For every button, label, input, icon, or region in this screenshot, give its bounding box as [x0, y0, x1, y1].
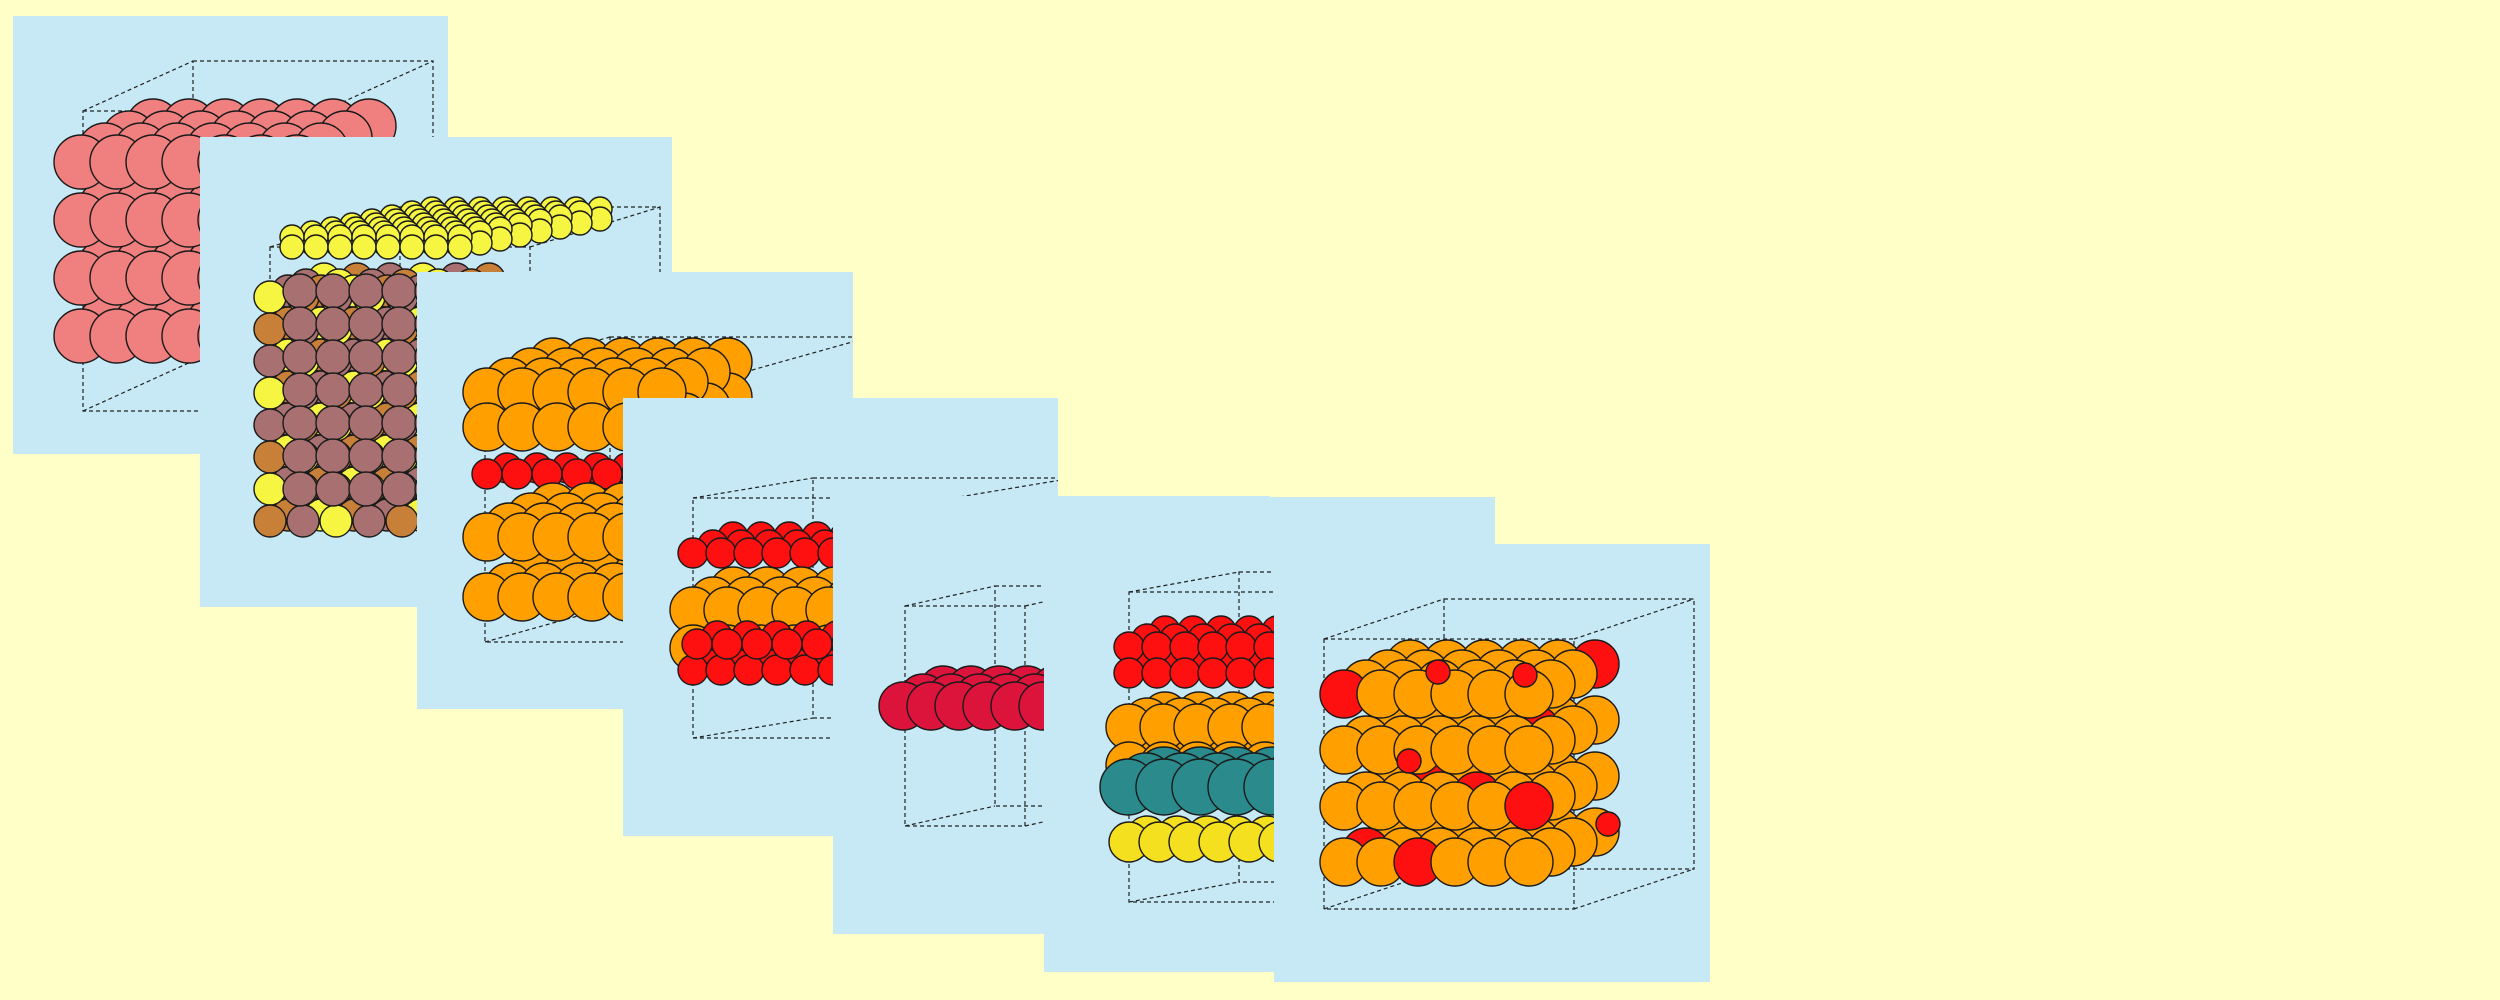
red-atom — [705, 537, 737, 569]
mauve-atom — [381, 405, 417, 441]
structure-drawing — [1319, 598, 1695, 910]
alloy-atom — [286, 504, 320, 538]
yellow-atom — [399, 234, 425, 260]
alloy-atom — [253, 312, 287, 346]
red-atom — [681, 628, 713, 660]
mauve-atom — [381, 471, 417, 507]
yellow-atom — [351, 234, 377, 260]
red-atom — [1169, 657, 1201, 689]
red-atom — [771, 628, 803, 660]
mauve-atom — [348, 438, 384, 474]
red-atom — [501, 458, 533, 490]
yellow-atom — [423, 234, 449, 260]
mauve-atom — [282, 438, 318, 474]
yellow-atom — [375, 234, 401, 260]
red-atom — [705, 654, 737, 686]
alloy-atom — [253, 344, 287, 378]
red-atom — [1225, 657, 1257, 689]
red-atom — [789, 537, 821, 569]
alloy-atom — [253, 504, 287, 538]
mauve-atom — [348, 405, 384, 441]
mauve-atom — [282, 471, 318, 507]
mauve-atom — [348, 471, 384, 507]
red-atom — [761, 537, 793, 569]
red-atom — [733, 537, 765, 569]
red-dopant — [1512, 662, 1538, 688]
mauve-atom — [315, 471, 351, 507]
red-atom — [1197, 657, 1229, 689]
alloy-atom — [253, 472, 287, 506]
unit-cell-box — [1323, 598, 1695, 910]
mauve-atom — [282, 306, 318, 342]
red-atom — [471, 458, 503, 490]
orange-atom — [1504, 725, 1554, 775]
red-dopant — [1595, 811, 1621, 837]
alloy-atom — [385, 504, 419, 538]
mauve-atom — [381, 306, 417, 342]
alloy-atom — [253, 440, 287, 474]
mauve-atom — [381, 438, 417, 474]
orange-atom — [1504, 781, 1554, 831]
red-atom — [1141, 657, 1173, 689]
mauve-atom — [348, 372, 384, 408]
mauve-atom — [282, 405, 318, 441]
mauve-atom — [315, 405, 351, 441]
alloy-atom — [253, 280, 287, 314]
mauve-atom — [348, 339, 384, 375]
mauve-atom — [282, 372, 318, 408]
mauve-atom — [381, 372, 417, 408]
mauve-atom — [348, 306, 384, 342]
red-atom — [677, 654, 709, 686]
yellow-atom — [327, 234, 353, 260]
yellow-atom — [303, 234, 329, 260]
unit-cell-box — [1128, 571, 1495, 903]
red-atom — [677, 537, 709, 569]
alloy-atom — [319, 504, 353, 538]
mauve-atom — [315, 438, 351, 474]
mauve-atom — [381, 339, 417, 375]
mauve-atom — [315, 273, 351, 309]
mauve-atom — [315, 306, 351, 342]
red-atom — [1113, 657, 1145, 689]
mauve-atom — [381, 273, 417, 309]
mauve-atom — [348, 273, 384, 309]
yellow-atom — [447, 234, 473, 260]
structure-panel-7 — [1274, 544, 1710, 982]
mauve-atom — [315, 339, 351, 375]
orange-atom — [1504, 837, 1554, 887]
red-dopant — [1396, 748, 1422, 774]
alloy-atom — [352, 504, 386, 538]
mauve-atom — [282, 339, 318, 375]
alloy-atom — [253, 376, 287, 410]
red-dopant — [1425, 659, 1451, 685]
yellow-atom — [279, 234, 305, 260]
red-atom — [741, 628, 773, 660]
alloy-atom — [253, 408, 287, 442]
red-atom — [801, 628, 833, 660]
red-atom — [733, 654, 765, 686]
structure-drawing — [878, 585, 1116, 827]
red-atom — [711, 628, 743, 660]
mauve-atom — [315, 372, 351, 408]
mauve-atom — [282, 273, 318, 309]
